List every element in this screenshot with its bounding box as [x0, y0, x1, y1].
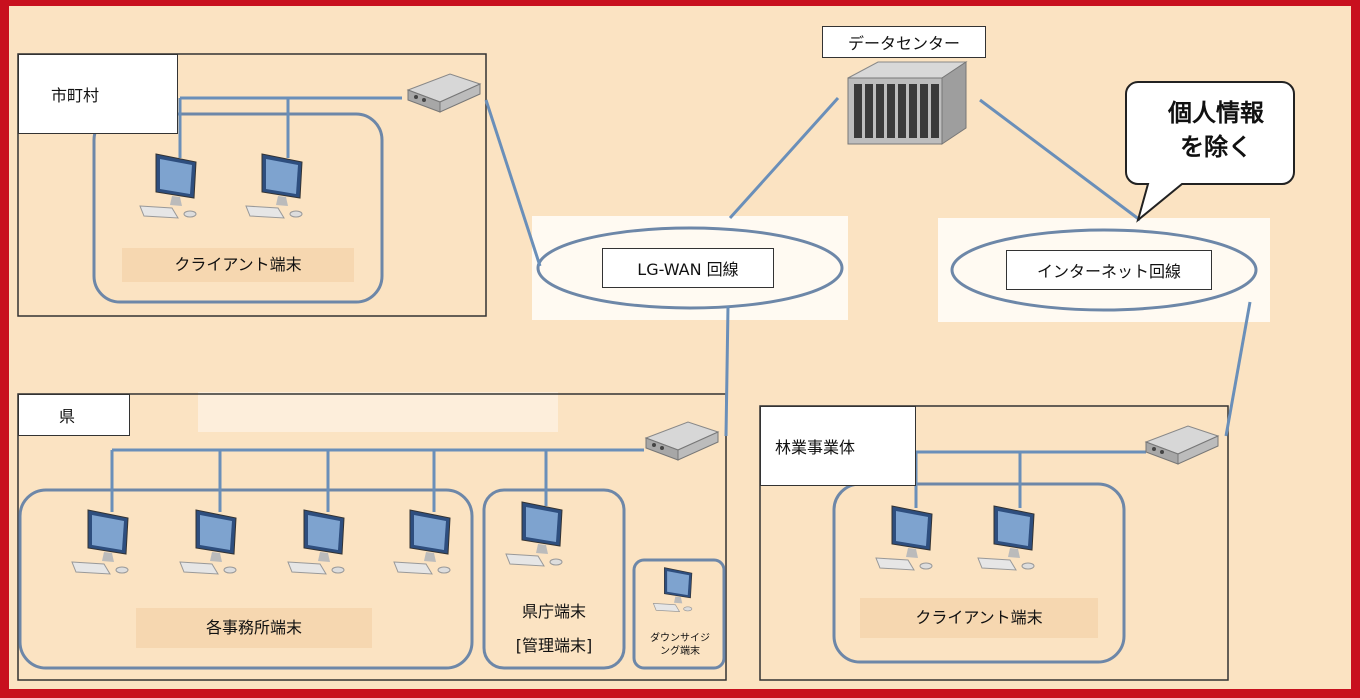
router-icon [644, 421, 720, 461]
datacenter-label: データセンター [822, 26, 986, 58]
forestry-label-text: 林業事業体 [775, 438, 856, 457]
desktop-computer-icon [245, 153, 303, 219]
admin-terminal-label: [管理端末] [515, 636, 593, 655]
note-text: 個人情報 を除く [1126, 96, 1306, 164]
prefecture-label-text: 県 [59, 407, 76, 426]
lgwan-ellipse [536, 226, 844, 310]
municipality-label: 市町村 [18, 54, 178, 134]
desktop-computer-icon [505, 501, 563, 567]
internet-label: インターネット回線 [1006, 250, 1212, 290]
office-terminals-group [18, 488, 474, 670]
desktop-computer-icon [179, 509, 237, 575]
desktop-computer-icon [393, 509, 451, 575]
downsizing-group [632, 558, 726, 670]
office-terminals-label: 各事務所端末 [136, 608, 372, 648]
internet-ellipse [950, 228, 1258, 312]
municipality-label-text: 市町村 [51, 86, 100, 105]
datacenter-label-text: データセンター [847, 34, 960, 53]
pref-office-group [482, 488, 626, 670]
desktop-computer-icon [875, 505, 933, 571]
forestry-box [759, 405, 1229, 681]
note-line-1: 個人情報 [1168, 99, 1264, 127]
pref-office-label: 県庁端末 [521, 602, 586, 621]
note-bubble [1125, 81, 1295, 223]
downsizing-line-1: ダウンサイジ [650, 633, 710, 644]
forestry-clients-label: クライアント端末 [860, 598, 1098, 638]
server-icon [847, 61, 968, 145]
lgwan-label: LG-WAN 回線 [602, 248, 774, 288]
pref-header-band [198, 392, 558, 432]
municipality-box [17, 53, 487, 317]
desktop-computer-icon [139, 153, 197, 219]
lgwan-label-text: LG-WAN 回線 [637, 260, 739, 279]
desktop-computer-icon [287, 509, 345, 575]
municipality-clients-group [92, 112, 384, 304]
note-line-2: を除く [1180, 133, 1252, 161]
municipality-clients-label: クライアント端末 [122, 248, 354, 282]
forestry-clients-group [832, 482, 1126, 664]
desktop-computer-icon [71, 509, 129, 575]
internet-label-text: インターネット回線 [1036, 262, 1181, 281]
desktop-computer-icon [977, 505, 1035, 571]
forestry-label: 林業事業体 [760, 406, 916, 486]
router-icon [406, 73, 482, 113]
prefecture-label: 県 [18, 394, 130, 436]
prefecture-box [17, 393, 727, 681]
desktop-computer-icon [652, 567, 693, 613]
downsizing-label: ダウンサイジ ング端末 [638, 632, 722, 658]
downsizing-line-2: ング端末 [660, 646, 700, 657]
router-icon [1144, 425, 1220, 465]
